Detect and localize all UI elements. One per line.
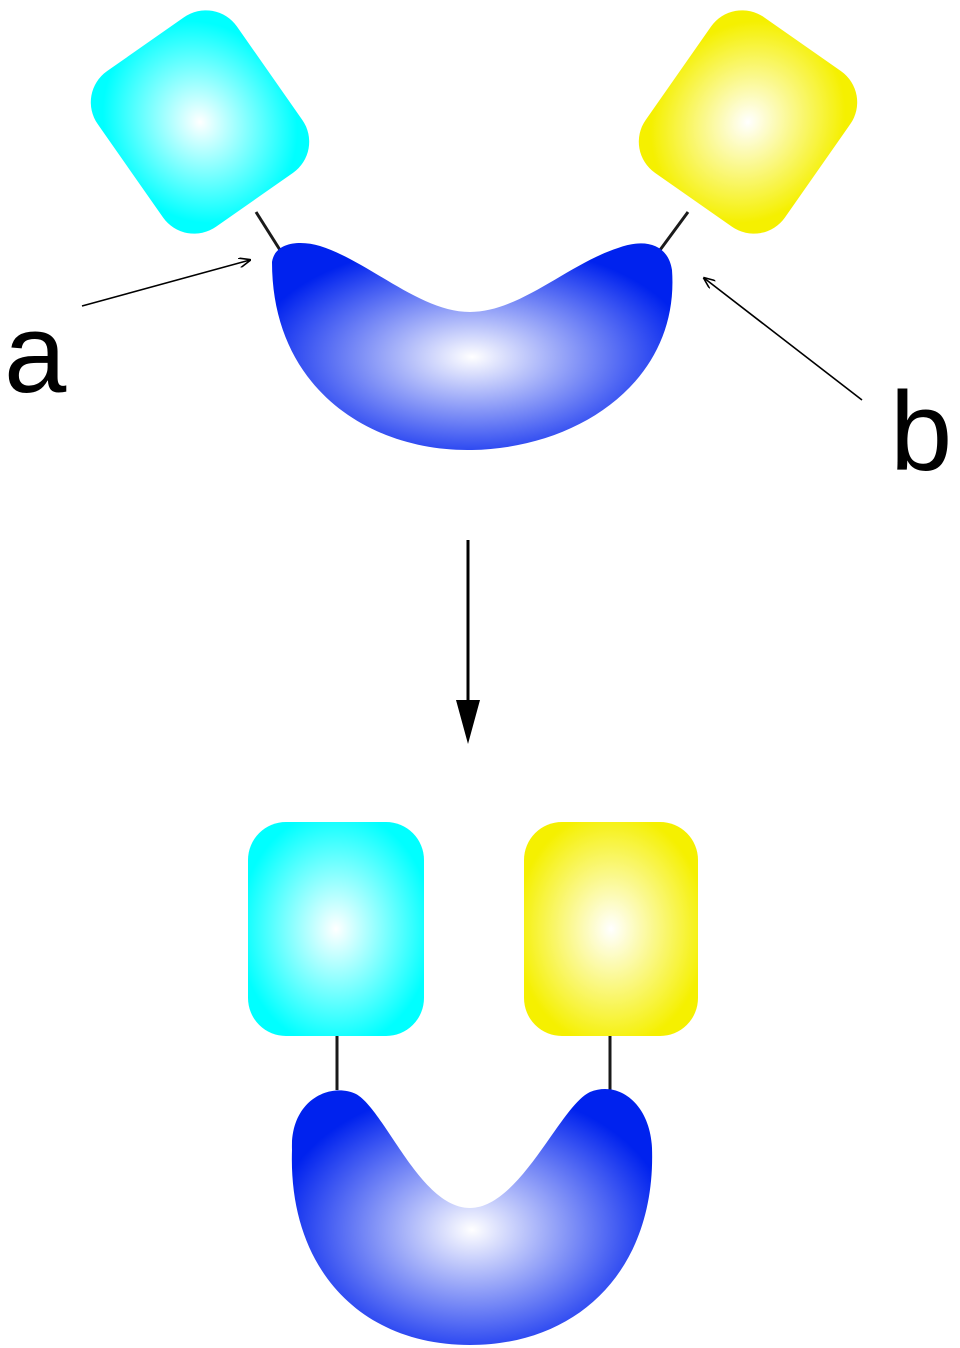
bottom-yellow-domain: [524, 822, 698, 1036]
bottom-cyan-domain: [248, 822, 424, 1036]
top-cyan-domain: [90, 10, 310, 234]
top-right-linker: [658, 211, 690, 251]
top-left-linker: [254, 211, 282, 251]
top-yellow-domain: [638, 10, 858, 234]
arrow-to-site-b: [704, 278, 863, 401]
label-b: b: [890, 369, 952, 494]
label-a: a: [4, 291, 67, 416]
transition-arrow: [456, 540, 480, 744]
top-crescent-body: [272, 243, 673, 451]
top-state: a b: [4, 10, 952, 494]
transition-arrowhead: [456, 700, 480, 744]
bottom-crescent-body: [291, 1088, 653, 1345]
bottom-state: [248, 822, 698, 1345]
arrow-to-site-a: [81, 260, 250, 307]
